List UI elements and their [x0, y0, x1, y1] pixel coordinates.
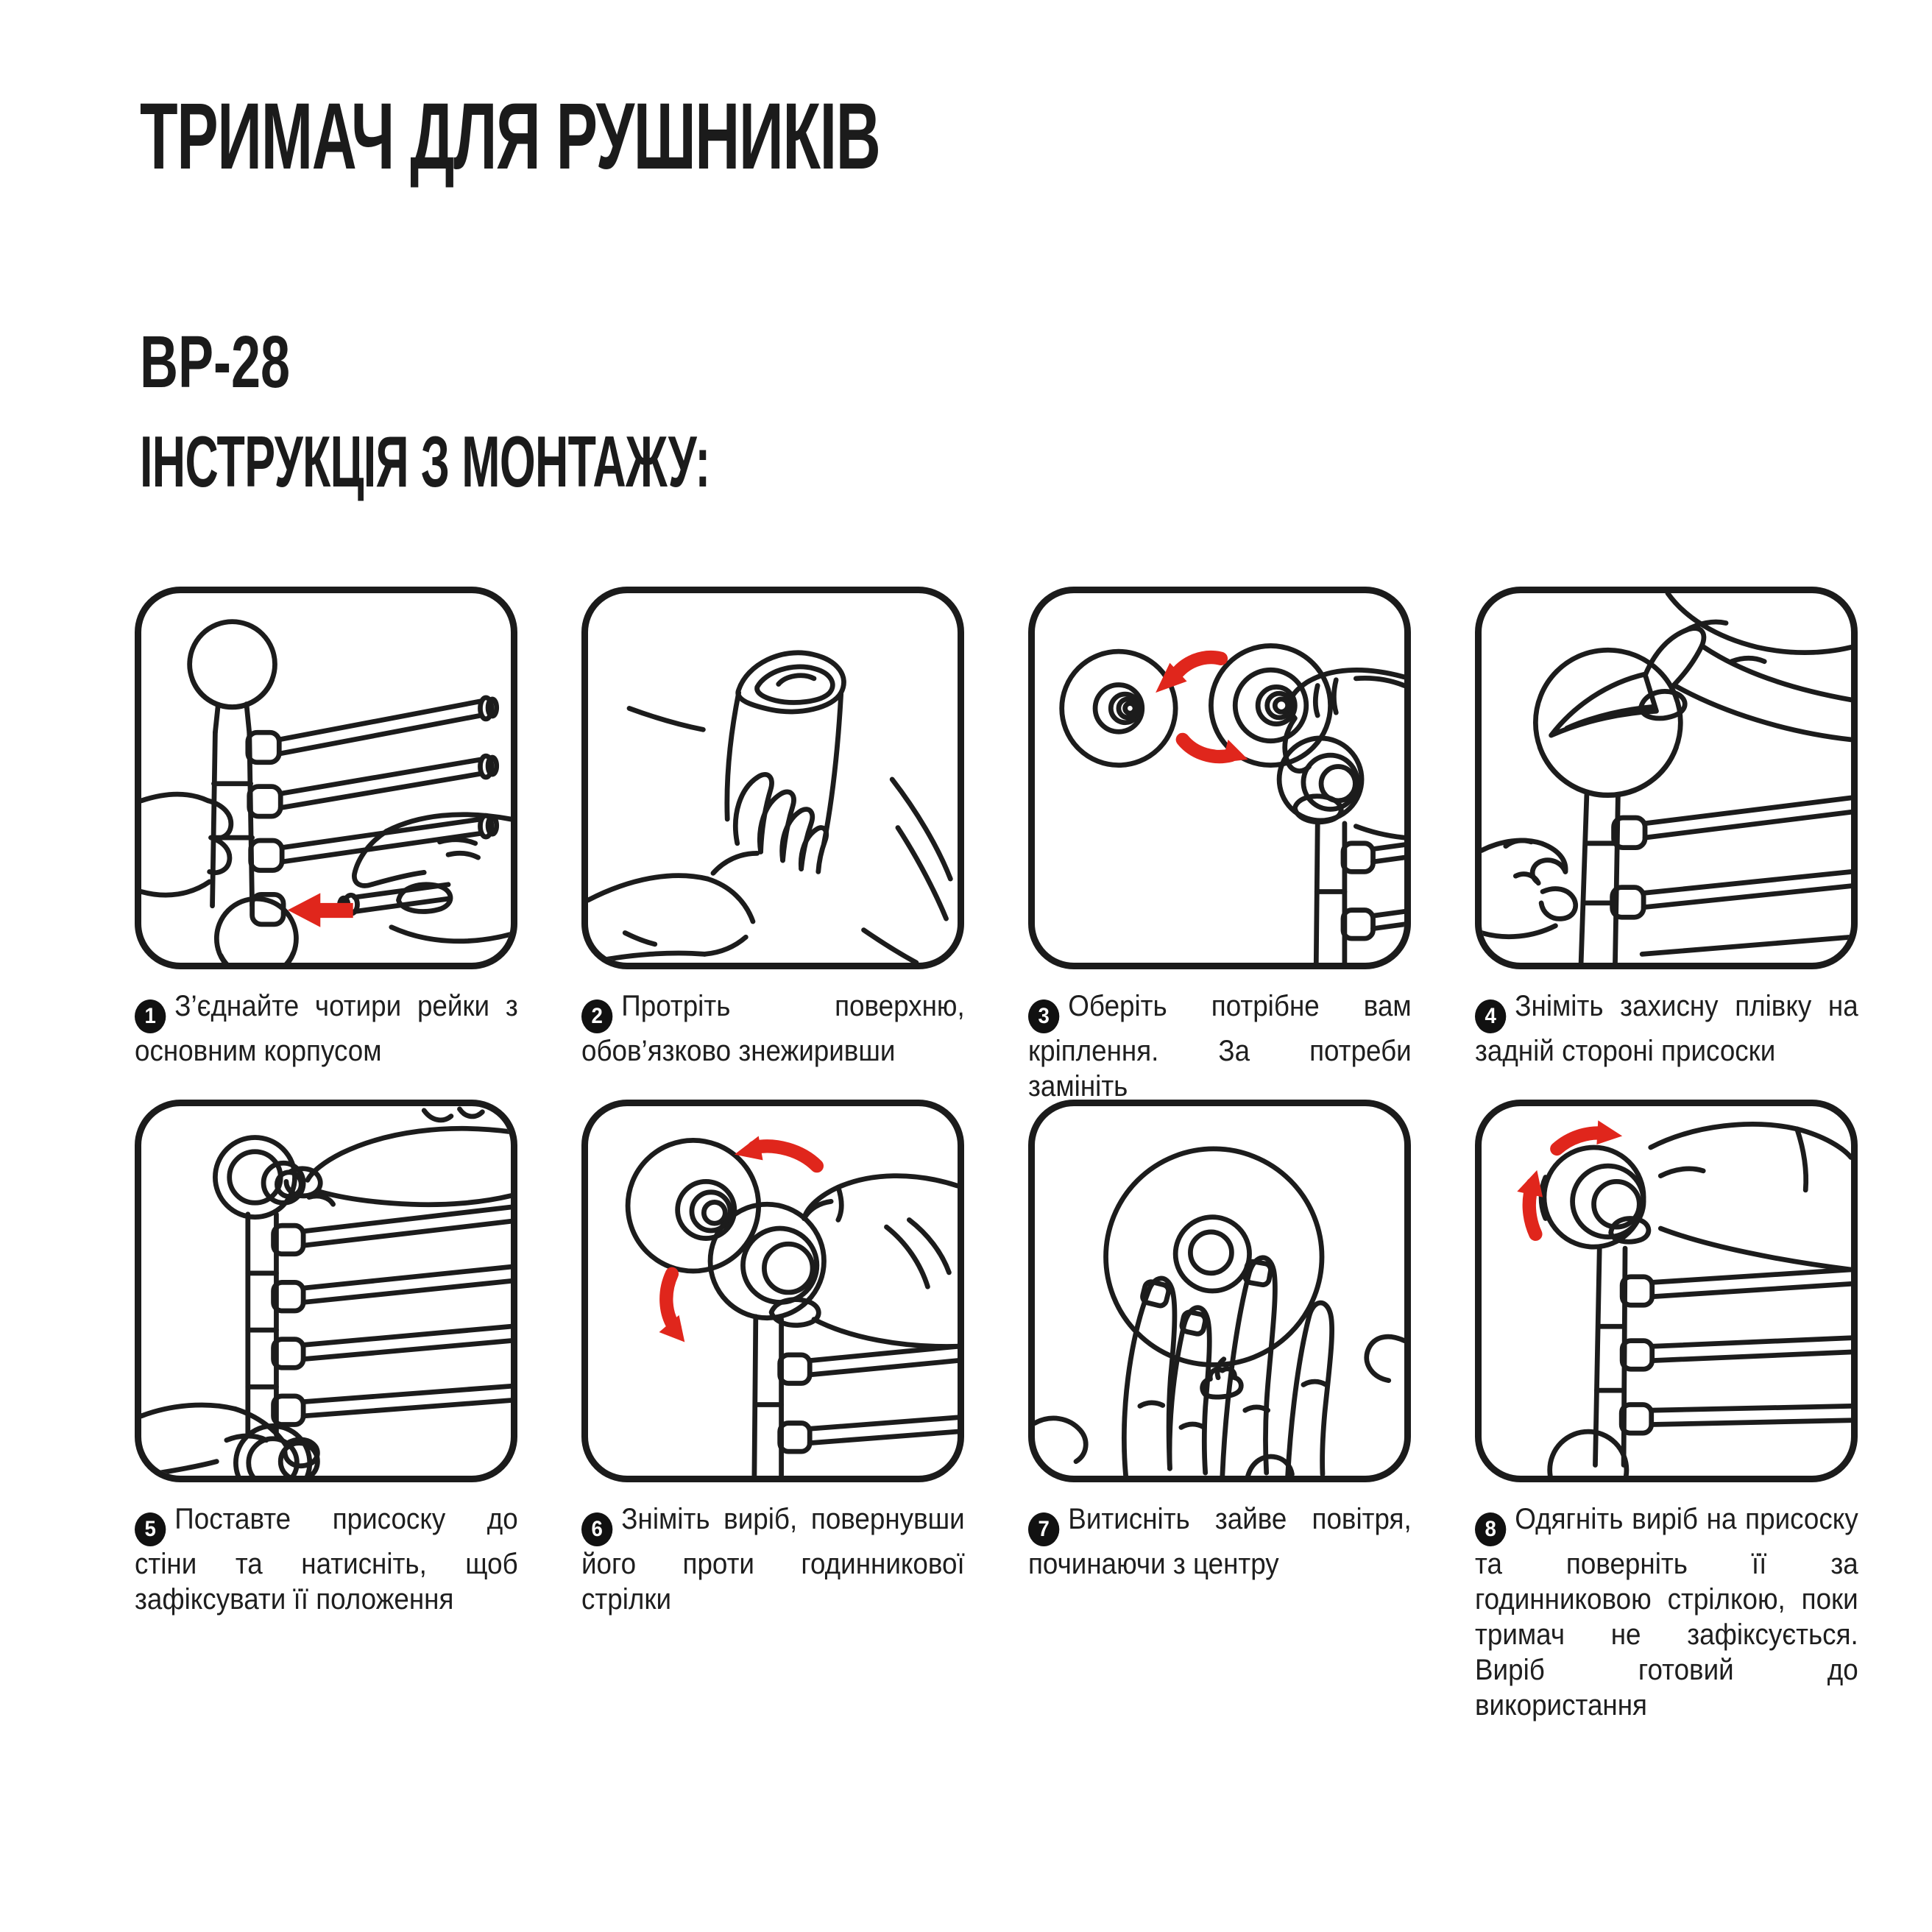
step-3-number-badge: 3 — [1028, 999, 1060, 1033]
step-2-number-badge: 2 — [581, 999, 613, 1033]
illustration-peel-film — [1482, 593, 1851, 963]
page-title: ТРИМАЧ ДЛЯ РУШНИКІВ — [140, 84, 881, 189]
model-number: BP-28 — [140, 321, 291, 403]
step-1-panel — [135, 587, 517, 969]
step-6-number-badge: 6 — [581, 1512, 613, 1546]
step-8-panel — [1475, 1100, 1858, 1482]
step-8-number-badge: 8 — [1475, 1512, 1507, 1546]
step-3-text: Оберіть потрібне вам кріплення. За потре… — [1028, 990, 1412, 1103]
step-5-text: Поставте присоску до стіни та натисніть,… — [135, 1503, 518, 1616]
step-7-text: Витисніть зайве повітря, починаючи з цен… — [1028, 1503, 1412, 1580]
illustration-wipe-surface — [588, 650, 953, 963]
step-4-panel — [1475, 587, 1858, 969]
step-1-number-badge: 1 — [135, 999, 166, 1033]
step-8-text: Одягніть виріб на присоску та поверніть … — [1475, 1503, 1858, 1722]
step-5-number-badge: 5 — [135, 1512, 166, 1546]
step-3-panel — [1028, 587, 1411, 969]
section-subtitle: ІНСТРУКЦІЯ З МОНТАЖУ: — [140, 421, 710, 502]
illustration-press-out-air — [1035, 1146, 1404, 1476]
step-1-text: З’єднайте чотири рейки з основним корпус… — [135, 990, 518, 1067]
illustration-turn-counterclockwise — [625, 1136, 958, 1476]
step-2-panel — [581, 587, 964, 969]
illustration-connect-rails — [141, 619, 511, 963]
illustration-turn-clockwise-lock — [1517, 1120, 1851, 1476]
step-2-text: Протріть поверхню, обов’язково знежиривш… — [581, 990, 965, 1067]
step-4-text: Зніміть захисну плівку на задній стороні… — [1475, 990, 1858, 1067]
step-4-number-badge: 4 — [1475, 999, 1507, 1033]
step-5-panel — [135, 1100, 517, 1482]
step-7-number-badge: 7 — [1028, 1512, 1060, 1546]
step-6-text: Зніміть виріб, повернувши його проти год… — [581, 1503, 965, 1616]
step-7-panel — [1028, 1100, 1411, 1482]
step-6-panel — [581, 1100, 964, 1482]
illustration-press-to-wall — [141, 1106, 511, 1476]
illustration-choose-mount — [1059, 643, 1404, 963]
